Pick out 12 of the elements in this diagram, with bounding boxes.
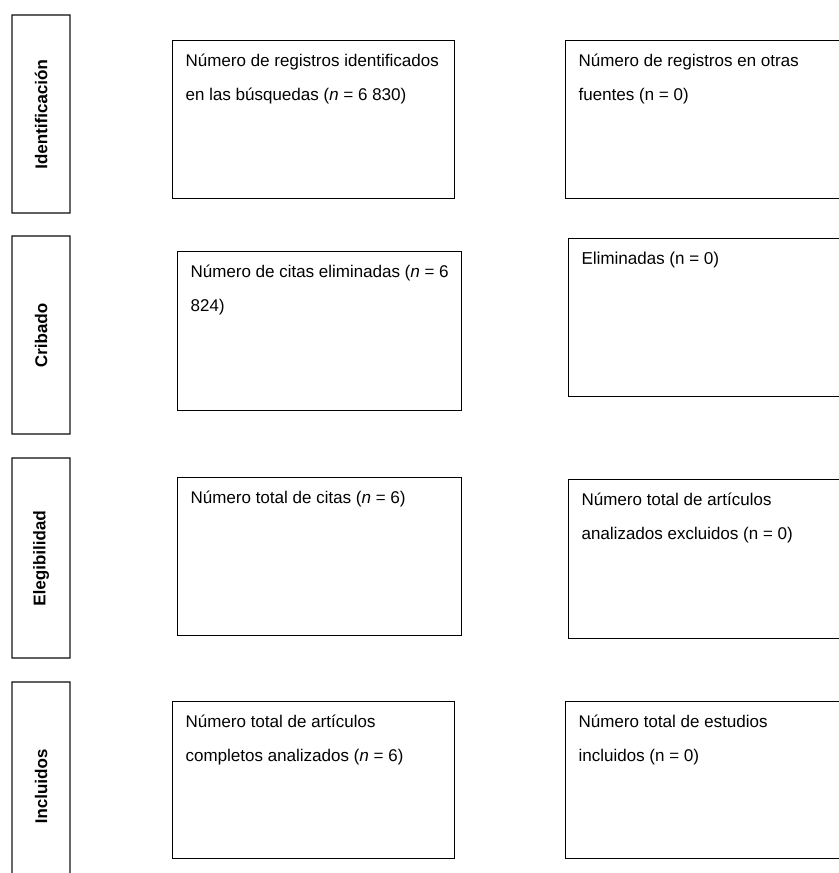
process-box: Número de registros identificados en las búsquedas (n = 6 830)	[172, 40, 455, 199]
stage-label-box: Identificación	[11, 14, 71, 214]
process-box: Número total de citas (n = 6)	[177, 477, 462, 636]
process-box: Número de registros en otras fuentes (n = 0)	[565, 40, 839, 199]
stage-label-box: Incluidos	[11, 681, 71, 873]
process-box: Número de citas eliminadas (n = 6 824)	[177, 251, 462, 411]
process-box: Número total de artículos completos analizados (n = 6)	[172, 701, 455, 859]
process-box: Eliminadas (n = 0)	[568, 238, 839, 397]
process-box: Número total de estudios incluidos (n = 0)	[565, 701, 839, 859]
stage-label-box: Elegibilidad	[11, 457, 71, 659]
process-box: Número total de artículos analizados excluidos (n = 0)	[568, 479, 839, 639]
stage-label-box: Cribado	[11, 235, 71, 435]
